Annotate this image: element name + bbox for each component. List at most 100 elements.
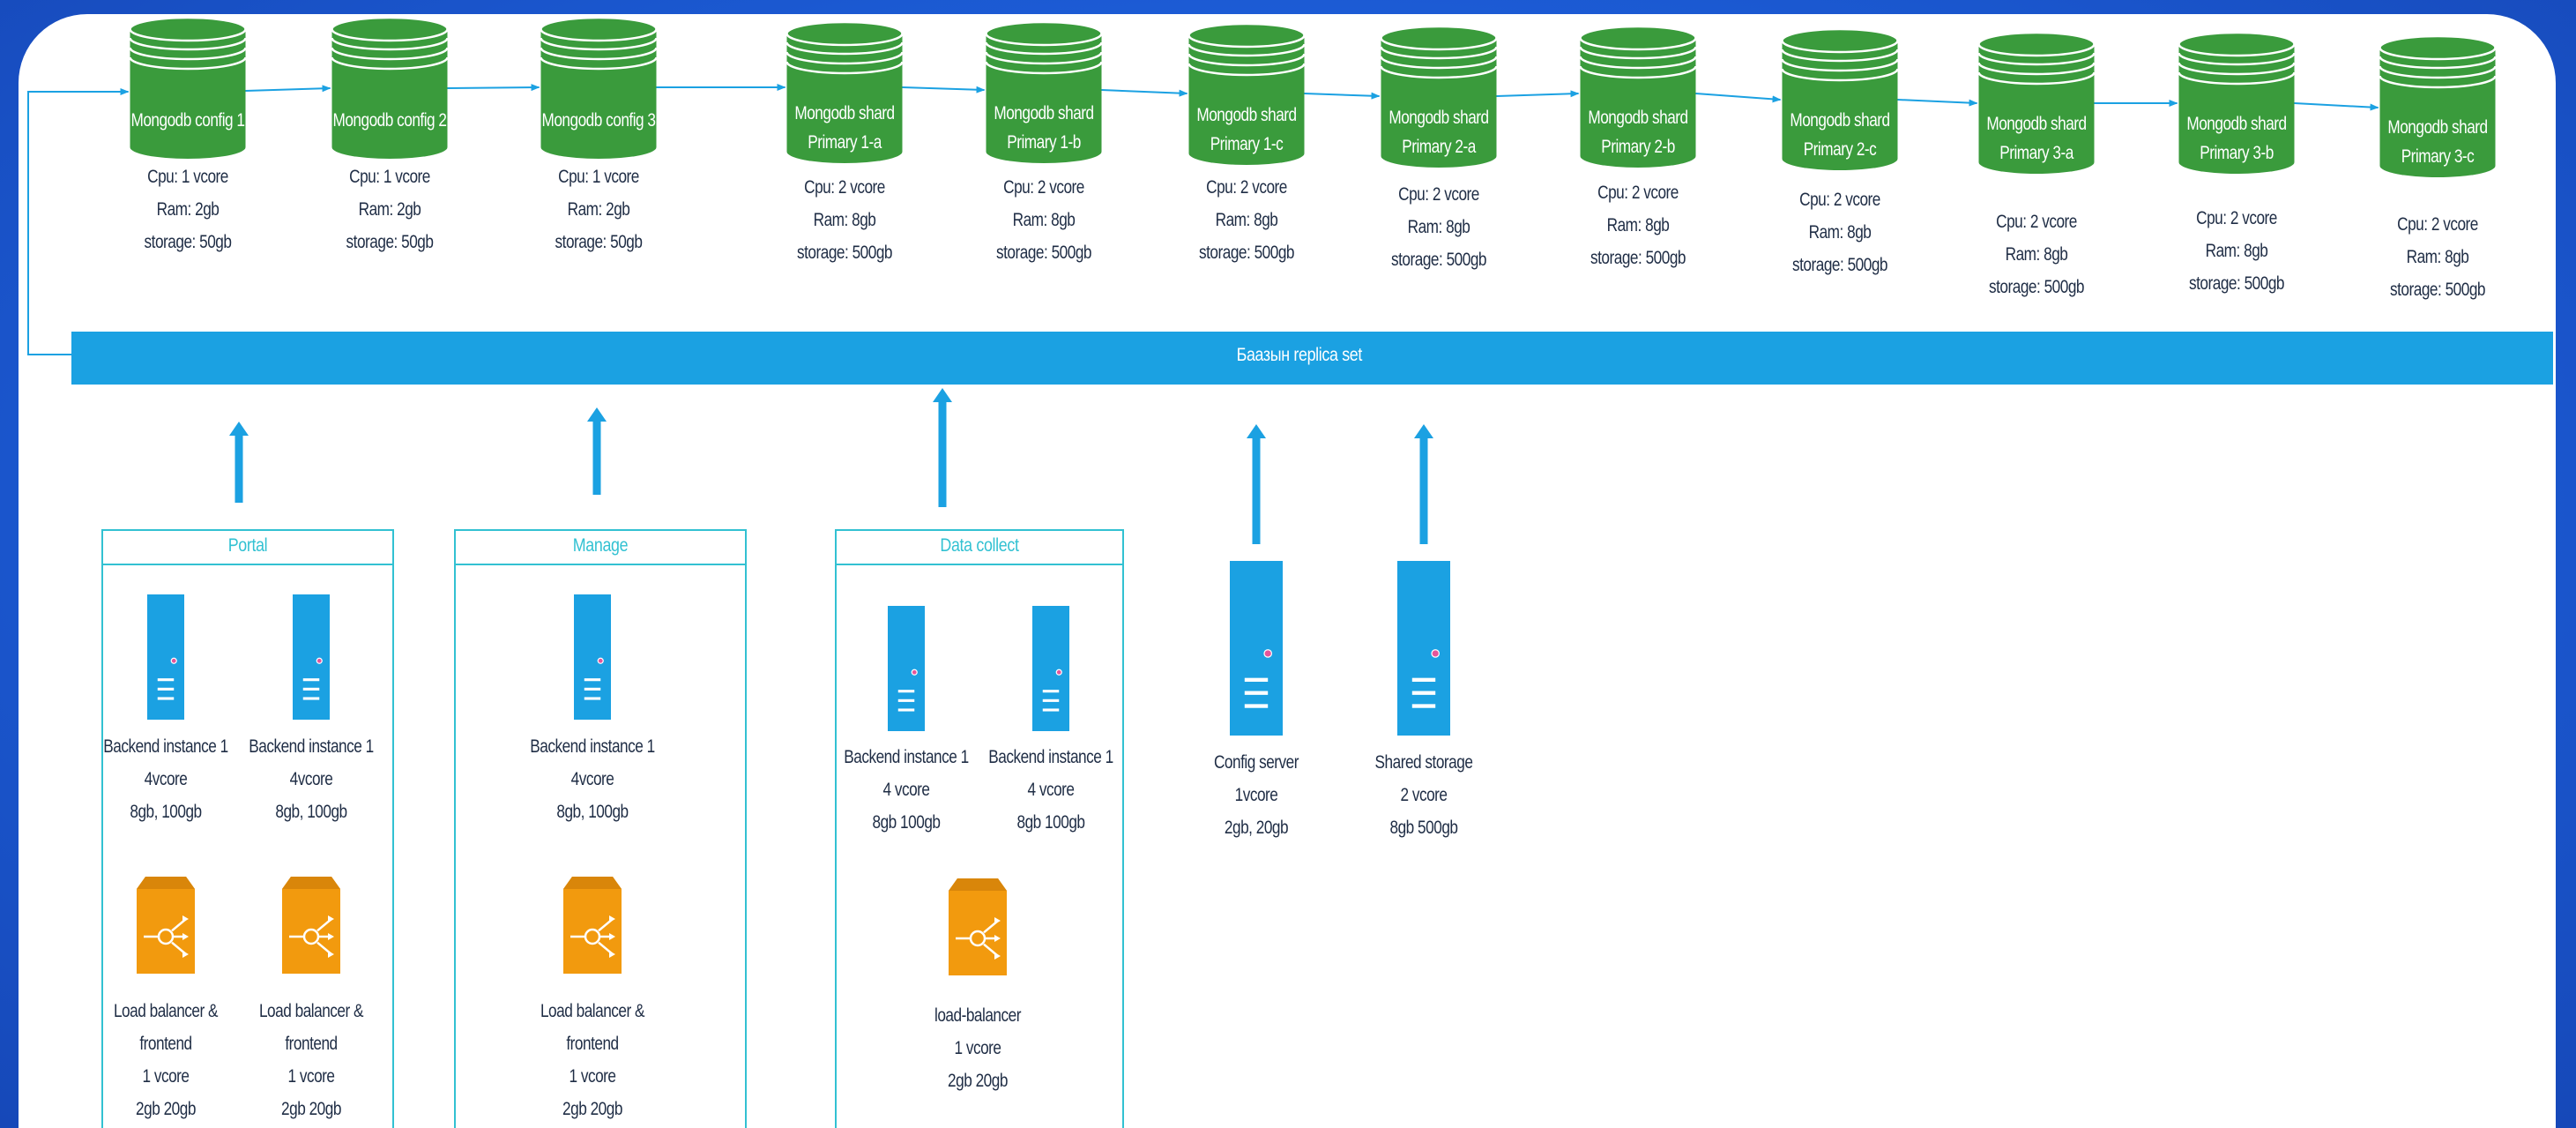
database-title-line: Mongodb shard xyxy=(1196,105,1297,125)
cylinder-ring xyxy=(540,37,658,51)
server-icon xyxy=(1230,561,1283,736)
database-specs-line: storage: 50gb xyxy=(144,232,232,252)
connector-arrow xyxy=(1496,90,1580,98)
server-label-line: Backend instance 1 xyxy=(844,747,969,767)
cylinder-ring xyxy=(1579,65,1697,79)
database-specs-line: Cpu: 2 vcore xyxy=(1996,212,2077,232)
database-cylinder-icon xyxy=(540,16,658,159)
server-slot xyxy=(157,678,175,682)
connector-arrow xyxy=(447,84,540,92)
database-cylinder-icon xyxy=(1380,25,1498,168)
shape-layer xyxy=(71,16,2553,1128)
cylinder-ring xyxy=(2379,75,2497,89)
server-label-line: 8gb, 100gb xyxy=(130,802,202,822)
cylinder-ring xyxy=(331,37,449,51)
lb-lid xyxy=(563,877,622,889)
database-cylinder-icon xyxy=(1579,25,1697,168)
database-title-line: Primary 3-b xyxy=(2200,143,2274,163)
up-arrow-head xyxy=(587,407,607,422)
cylinder-ring xyxy=(2379,56,2497,70)
load-balancer-label-line: 1 vcore xyxy=(569,1066,616,1087)
load-balancer-label-line: 2gb 20gb xyxy=(136,1099,196,1119)
server-label-line: 4 vcore xyxy=(882,780,930,800)
cylinder-top xyxy=(1187,22,1306,49)
cylinder-ring xyxy=(2379,65,2497,79)
server-label: Backend instance 1 4 vcore 8gb 100gb xyxy=(834,741,979,839)
lb-out-head xyxy=(328,915,334,923)
cylinder-ring xyxy=(331,47,449,61)
cylinder-ring xyxy=(1380,56,1498,70)
cylinder-body xyxy=(2379,48,2496,178)
up-arrow-head xyxy=(229,422,249,436)
cylinder-ring xyxy=(129,56,247,71)
load-balancer-label-line: Load balancer & xyxy=(540,1001,645,1021)
database-specs-line: Ram: 8gb xyxy=(1606,215,1670,235)
database-specs-line: Cpu: 2 vcore xyxy=(1003,177,1084,198)
database-specs-line: storage: 50gb xyxy=(555,232,643,252)
server-led xyxy=(170,657,177,664)
database-specs-line: Cpu: 1 vcore xyxy=(558,167,639,187)
database-specs-line: storage: 500gb xyxy=(1988,277,2085,297)
database-title-line: Primary 2-a xyxy=(1402,137,1476,157)
server-icon xyxy=(1397,561,1450,736)
cylinder-ring xyxy=(1187,63,1306,77)
connector-arrow xyxy=(1695,93,1782,103)
server-slot xyxy=(1244,691,1269,695)
database-specs-line: Cpu: 1 vcore xyxy=(349,167,430,187)
server-label-line: Backend instance 1 xyxy=(103,736,228,757)
database-cylinder-icon xyxy=(1781,27,1899,170)
server-label-line: 8gb 100gb xyxy=(1016,812,1085,833)
cylinder-top xyxy=(985,20,1103,47)
cylinder-ring xyxy=(129,37,247,51)
load-balancer-icon xyxy=(949,878,1007,975)
server-label-line: Backend instance 1 xyxy=(249,736,374,757)
database-specs-line: Ram: 8gb xyxy=(813,210,876,230)
server-slot xyxy=(1411,677,1436,683)
cylinder-top xyxy=(1380,25,1498,51)
database-cylinder-icon xyxy=(1187,22,1306,165)
cylinder-ring xyxy=(985,51,1103,65)
server-label-line: 8gb 100gb xyxy=(872,812,941,833)
cylinder-ring xyxy=(985,61,1103,75)
server-led xyxy=(1055,669,1062,676)
replica-set-label: Баазын replica set xyxy=(1236,345,1363,365)
standalone-server-label-line: 1vcore xyxy=(1234,785,1278,805)
database-title-line: Primary 1-b xyxy=(1007,132,1081,153)
server-led xyxy=(316,657,323,664)
replica-set-bar xyxy=(71,332,2553,385)
database-specs-line: Ram: 8gb xyxy=(1808,222,1872,243)
lb-out-head xyxy=(994,952,1001,960)
server-body xyxy=(574,594,611,720)
lb-out-head xyxy=(182,951,189,958)
database-specs-line: Cpu: 2 vcore xyxy=(1398,184,1479,205)
cylinder-body xyxy=(1188,35,1305,165)
cylinder-top xyxy=(129,16,247,42)
database-specs-line: storage: 500gb xyxy=(995,243,1092,263)
connector-arrow xyxy=(1101,89,1188,97)
database-specs-line: storage: 500gb xyxy=(1590,248,1686,268)
server-slot xyxy=(897,708,915,712)
load-balancer-icon xyxy=(563,877,622,974)
cylinder-ring xyxy=(540,56,658,71)
database-title-line: Primary 3-a xyxy=(1999,143,2073,163)
server-body xyxy=(1230,561,1283,736)
database-specs-line: storage: 500gb xyxy=(796,243,893,263)
server-label-line: 4vcore xyxy=(570,769,614,789)
lb-out-head xyxy=(609,933,615,940)
server-slot xyxy=(584,687,601,691)
cylinder-body xyxy=(130,29,246,159)
server-slot xyxy=(157,697,175,700)
database-title-line: Mongodb shard xyxy=(1389,108,1489,128)
server-slot xyxy=(302,687,320,691)
